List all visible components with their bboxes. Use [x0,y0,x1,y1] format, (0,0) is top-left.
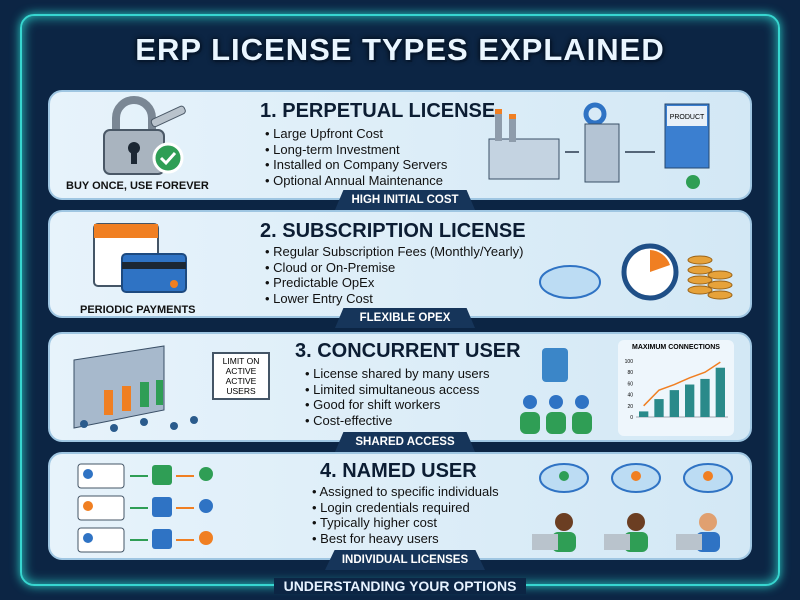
footer: UNDERSTANDING YOUR OPTIONS [0,578,800,594]
y-tick-label: 80 [627,370,633,376]
bullet: Best for heavy users [312,531,499,547]
bullet: Installed on Company Servers [265,157,447,173]
y-tick-label: 100 [625,359,634,365]
bullet-list: Regular Subscription Fees (Monthly/Yearl… [265,244,523,306]
bullet: Limited simultaneous access [305,382,489,398]
calendar-card-icon [93,223,187,293]
section-concurrent: LIMIT ON ACTIVE ACTIVE USERS 3. CONCURRE… [48,332,752,452]
bullet: Lower Entry Cost [265,291,523,307]
bullet: Good for shift workers [305,397,489,413]
bullet: Predictable OpEx [265,275,523,291]
bullet: Optional Annual Maintenance [265,173,447,189]
section-badge: SHARED ACCESS [335,432,475,452]
section-badge: INDIVIDUAL LICENSES [325,550,485,570]
section-badge: FLEXIBLE OPEX [335,308,475,328]
bar [669,390,679,417]
section-title: 4. NAMED USER [320,460,477,482]
bullet: Long-term Investment [265,142,447,158]
bar [700,378,710,417]
cloud-stopwatch-coins-icon [539,243,733,301]
page-title: ERP LICENSE TYPES EXPLAINED [135,32,665,67]
product-box-label: PRODUCT [670,114,705,121]
id-card-app-flow-icon [77,463,213,553]
building-crowd-icon [73,345,198,432]
shared-users-icon [520,348,592,434]
padlock-key-icon [103,96,186,175]
section-subscription: PERIODIC PAYMENTS 2. SUBSCRIPTION LICENS… [48,210,752,328]
chart-plot: 0 20 40 60 80 100 [625,359,728,421]
y-tick-label: 20 [627,404,633,410]
limit-sign: LIMIT ON ACTIVE ACTIVE USERS [212,352,270,400]
section-title: 2. SUBSCRIPTION LICENSE [260,220,526,242]
bar [715,367,725,417]
trend-line [643,361,721,407]
caption: PERIODIC PAYMENTS [80,304,196,316]
bullet: Login credentials required [312,500,499,516]
bullet-list: License shared by many users Limited sim… [305,366,489,428]
section-perpetual: BUY ONCE, USE FOREVER 1. PERPETUAL LICEN… [48,90,752,210]
bar [685,384,695,417]
bullet: Cloud or On-Premise [265,260,523,276]
caption: BUY ONCE, USE FOREVER [66,180,209,192]
factory-server-product-icon: PRODUCT [488,102,710,189]
bullet-list: Assigned to specific individuals Login c… [312,484,499,547]
section-title: 3. CONCURRENT USER [295,340,521,362]
bar [639,411,649,417]
section-named: 4. NAMED USER Assigned to specific indiv… [48,452,752,570]
bullet: License shared by many users [305,366,489,382]
footer-text: UNDERSTANDING YOUR OPTIONS [273,578,527,594]
section-title: 1. PERPETUAL LICENSE [260,100,496,122]
bar [654,399,664,417]
mini-chart: MAXIMUM CONNECTIONS 0 20 40 60 80 100 [618,340,734,436]
section-badge: HIGH INITIAL COST [335,190,475,210]
bullet: Assigned to specific individuals [312,484,498,500]
bullet-list: Large Upfront Cost Long-term Investment … [265,126,447,188]
chart-title: MAXIMUM CONNECTIONS [632,344,720,351]
y-tick-label: 40 [627,393,633,399]
bullet: Large Upfront Cost [265,126,447,142]
bullet: Regular Subscription Fees (Monthly/Yearl… [265,244,523,260]
bullet: Typically higher cost [312,515,499,531]
cloud-users-laptops-icon [532,463,733,552]
bullet: Cost-effective [305,413,489,429]
y-tick-label: 60 [627,381,633,387]
y-tick-label: 0 [630,415,633,421]
